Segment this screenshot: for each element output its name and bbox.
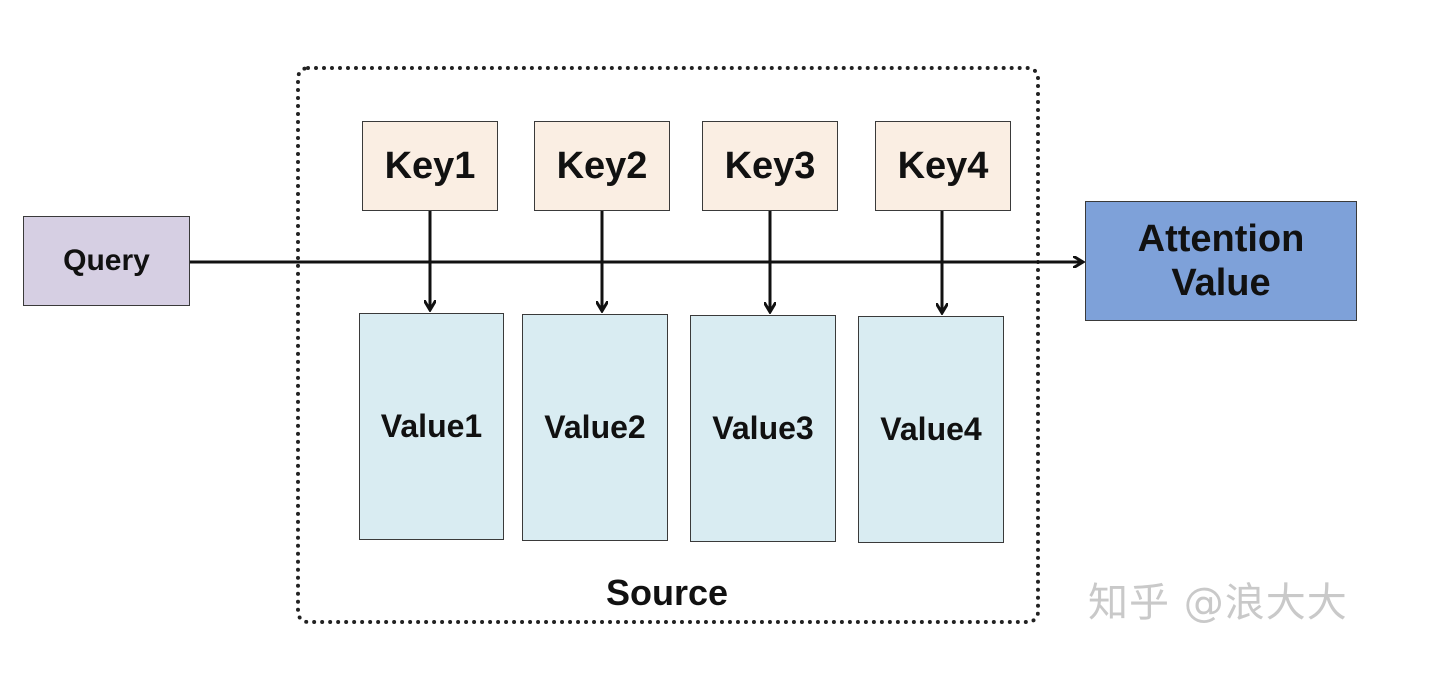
- query-box: Query: [23, 216, 190, 306]
- source-label: Source: [605, 572, 729, 613]
- source-frame: [296, 66, 1040, 624]
- key-label: Key3: [724, 144, 816, 187]
- value-box-2: Value2: [522, 314, 668, 541]
- key-box-2: Key2: [534, 121, 670, 211]
- watermark-text: 知乎 @浪大大: [1088, 580, 1348, 626]
- value-box-3: Value3: [690, 315, 836, 542]
- value-label: Value3: [712, 410, 814, 446]
- value-box-4: Value4: [858, 316, 1004, 543]
- value-label: Value4: [880, 411, 982, 447]
- key-label: Key2: [556, 144, 648, 187]
- key-label: Key1: [384, 144, 476, 187]
- attention-value-line2: Value: [1171, 262, 1271, 304]
- key-box-3: Key3: [702, 121, 838, 211]
- key-box-1: Key1: [362, 121, 498, 211]
- key-label: Key4: [897, 144, 989, 187]
- attention-value-line1: Attention: [1137, 218, 1305, 260]
- attention-value-box: Attention Value: [1085, 201, 1357, 321]
- query-label: Query: [63, 244, 150, 277]
- value-label: Value2: [544, 409, 646, 445]
- value-label: Value1: [380, 408, 483, 444]
- key-box-4: Key4: [875, 121, 1011, 211]
- value-box-1: Value1: [359, 313, 504, 540]
